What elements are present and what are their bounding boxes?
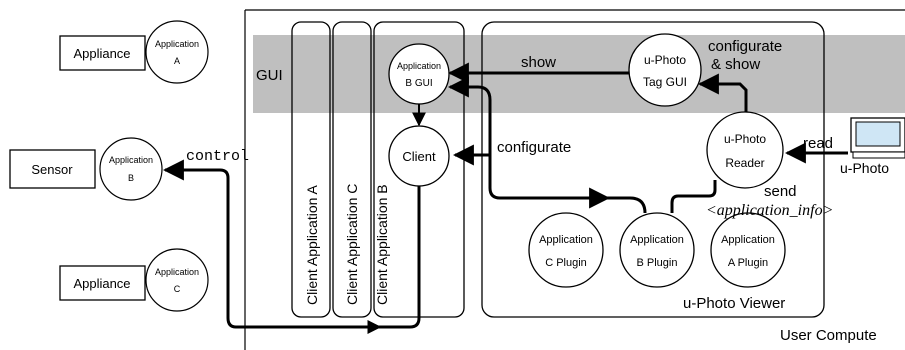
- plugin-c-line1: Application: [539, 234, 593, 246]
- plugin-c-node: Application C Plugin: [528, 212, 604, 288]
- app-b-line2: B: [128, 173, 134, 183]
- appliance-a-label: Appliance: [73, 46, 130, 61]
- user-computer-frame: User Compute: [244, 9, 905, 350]
- client-label: Client: [402, 149, 436, 164]
- reader-line2: Reader: [725, 156, 764, 170]
- plugin-c-line2: C Plugin: [545, 257, 587, 269]
- client-app-a-column: Client Application A: [291, 21, 331, 318]
- viewer-title: u-Photo Viewer: [683, 295, 785, 312]
- appliance-a: Appliance Application A: [59, 20, 209, 84]
- app-a-line2: A: [174, 56, 180, 66]
- app-b-gui-node: Application B GUI: [388, 43, 450, 105]
- sensor-label: Sensor: [31, 162, 73, 177]
- client-app-a-label: Client Application A: [304, 184, 320, 305]
- app-c-line2: C: [174, 284, 181, 294]
- plugin-b-node: Application B Plugin: [619, 212, 695, 288]
- configurate-path: [447, 76, 647, 214]
- tag-gui-line2: Tag GUI: [643, 75, 687, 89]
- send-label: send: [764, 183, 797, 200]
- send-arrow: [670, 180, 717, 213]
- client-app-c-label: Client Application C: [344, 184, 360, 305]
- control-label: control: [186, 148, 249, 165]
- client-app-c-column: Client Application C: [332, 21, 372, 318]
- show-label: show: [521, 54, 556, 71]
- configurate-show-arrow: [697, 73, 748, 122]
- plugin-a-node: Application A Plugin: [710, 212, 786, 288]
- client-node: Client: [388, 125, 450, 187]
- read-label: read: [803, 135, 833, 152]
- application-info-label: <application_info>: [706, 202, 833, 219]
- camera-icon: [850, 117, 905, 159]
- uphoto-viewer: u-Photo Viewer: [481, 21, 825, 318]
- plugin-b-line2: B Plugin: [637, 257, 678, 269]
- reader-node: u-Photo Reader: [706, 111, 784, 189]
- configurate-show-label-2: & show: [711, 56, 760, 73]
- client-app-b-label: Client Application B: [374, 184, 390, 305]
- gui-label: GUI: [256, 67, 283, 84]
- app-a-line1: Application: [155, 39, 199, 49]
- plugin-a-line1: Application: [721, 234, 775, 246]
- user-computer-label: User Compute: [780, 327, 877, 344]
- control-path: [162, 159, 421, 329]
- app-b-gui-line2: B GUI: [405, 78, 432, 89]
- configurate-show-label-1: configurate: [708, 38, 782, 55]
- reader-line1: u-Photo: [724, 132, 766, 146]
- appliance-c: Appliance Application C: [59, 248, 209, 312]
- app-c-line1: Application: [155, 267, 199, 277]
- sensor: Sensor Application B: [9, 137, 163, 201]
- tag-gui-line1: u-Photo: [644, 53, 686, 67]
- plugin-b-line1: Application: [630, 234, 684, 246]
- app-b-line1: Application: [109, 155, 153, 165]
- tag-gui-node: u-Photo Tag GUI: [628, 33, 702, 107]
- app-b-gui-line1: Application: [397, 61, 441, 71]
- configurate-label: configurate: [497, 139, 571, 156]
- appliance-c-label: Appliance: [73, 276, 130, 291]
- plugin-a-line2: A Plugin: [728, 257, 768, 269]
- camera-label: u-Photo: [840, 160, 889, 176]
